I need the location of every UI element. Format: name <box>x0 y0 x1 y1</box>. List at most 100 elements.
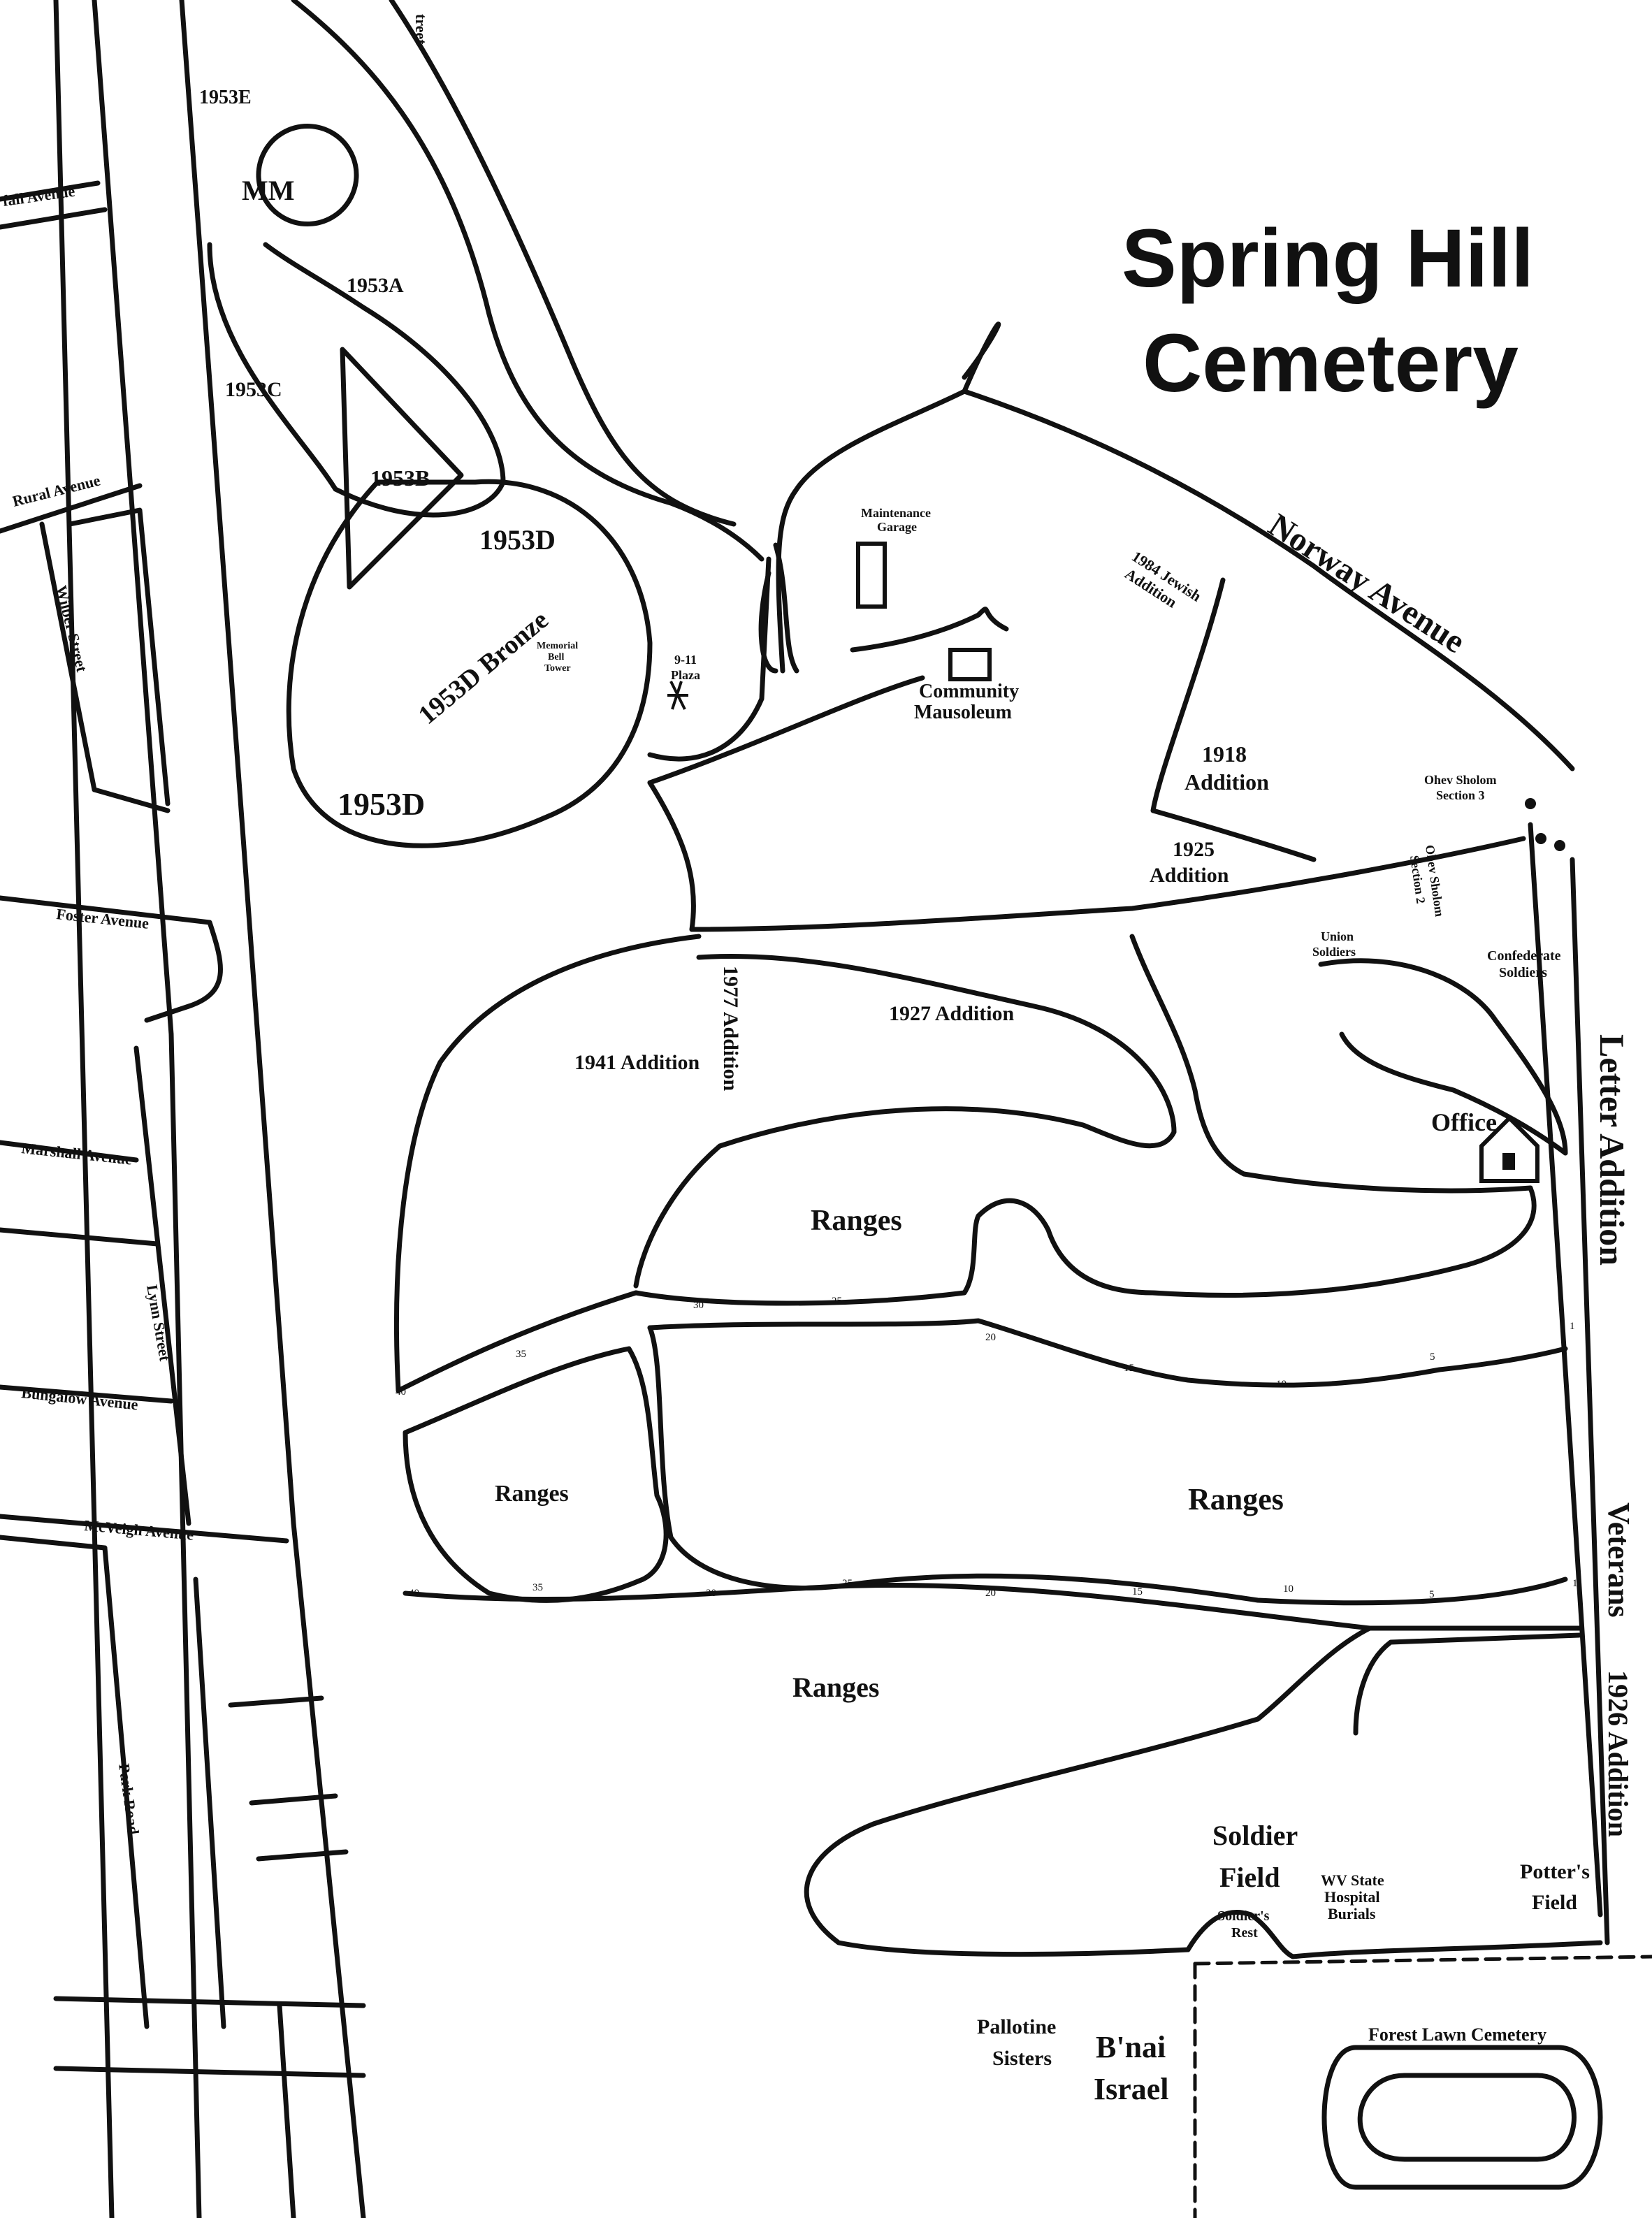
park-road-label: Park Road <box>115 1762 143 1836</box>
bungalow-avenue <box>0 1384 174 1404</box>
potters-field-line1: Potter's <box>1520 1860 1590 1883</box>
range-markers-row1-left: 35 40 <box>396 1349 526 1398</box>
addition-1925-line2: Addition <box>1150 864 1229 887</box>
section-1953b: 1953B <box>370 465 430 491</box>
flag-markers <box>1525 798 1565 851</box>
road-main-west-a <box>92 0 174 1037</box>
section-1953c: 1953C <box>225 378 282 401</box>
union-soldiers-line2: Soldiers <box>1312 945 1356 959</box>
bell-tower-line3: Tower <box>544 663 571 674</box>
boundary-forest-lawn <box>1193 1955 1652 1966</box>
office-building <box>1479 1115 1539 1183</box>
addition-1925-line1: 1925 <box>1173 838 1215 861</box>
section-1953a: 1953A <box>347 274 404 297</box>
ranges-label-4: Ranges <box>792 1672 879 1703</box>
community-mausoleum-building <box>948 648 992 681</box>
south-boundaries <box>1193 1955 1652 2218</box>
pallotine-sisters-line2: Sisters <box>992 2047 1052 2070</box>
mcveigh-avenue-label: McVeigh Avenue <box>84 1516 195 1544</box>
road-ranges-lower <box>403 1582 1582 1631</box>
bell-tower-line1: Memorial <box>537 641 578 651</box>
bnai-israel-line2: Israel <box>1094 2072 1169 2106</box>
range-marker-row1_left-40: 40 <box>396 1386 406 1398</box>
block-line-f <box>53 2066 366 2078</box>
community-line2: Mausoleum <box>914 702 1012 723</box>
wv-hospital-line3: Burials <box>1328 1905 1376 1922</box>
block-line-b <box>249 1793 338 1806</box>
range-marker-row1-30: 30 <box>693 1300 704 1311</box>
road-soldier-loop-west <box>804 1625 1372 1957</box>
soldier-field-line1: Soldier <box>1212 1820 1298 1851</box>
range-marker-row1-10: 10 <box>1276 1379 1287 1390</box>
bell-tower-line2: Bell <box>548 652 564 662</box>
loop-1953d <box>286 479 653 848</box>
section-1953d-bronze: 1953D Bronze <box>413 605 554 730</box>
lynn-street <box>133 1045 191 1526</box>
west-street-grid <box>0 0 366 2218</box>
range-marker-row2-30: 30 <box>706 1588 716 1599</box>
wilber-south-link <box>92 787 171 813</box>
plaza-line1: 9-11 <box>674 653 697 667</box>
north-loop-roads <box>207 0 799 932</box>
union-soldiers-line1: Union <box>1321 929 1354 943</box>
range-marker-row1-1: 1 <box>1570 1321 1575 1332</box>
foster-curve <box>144 920 223 1023</box>
section-1953e: 1953E <box>199 87 252 108</box>
confederate-soldiers-line2: Soldiers <box>1499 965 1547 980</box>
block-line-d <box>193 1576 226 2029</box>
forest-lawn-loop <box>1357 2073 1577 2162</box>
road-ranges-middle <box>647 1325 1568 1606</box>
norway-avenue-road <box>962 321 1575 771</box>
ohev-section3-line2: Section 3 <box>1436 788 1485 802</box>
potters-field-line2: Field <box>1532 1891 1577 1914</box>
hall-avenue-label: fall Avenue <box>1 182 76 210</box>
mcveigh-avenue-south <box>0 1535 108 1551</box>
wilber-street-east <box>67 507 171 806</box>
road-east-west-1 <box>689 836 1526 932</box>
mm-circle <box>256 124 359 226</box>
road-ranges-upper <box>633 1185 1537 1306</box>
map-title-line1: Spring Hill <box>1122 212 1534 305</box>
central-drives <box>647 321 1610 1945</box>
soldiers-rest-line1: Soldier's <box>1217 1908 1270 1924</box>
bungalow-avenue-label: Bungalow Avenue <box>20 1384 139 1413</box>
road-soldier-loop-east <box>1185 1910 1603 1959</box>
road-office <box>1129 934 1533 1194</box>
range-marker-row2-5: 5 <box>1429 1589 1435 1600</box>
mm-label: MM <box>242 175 295 206</box>
link-1953d-south <box>647 780 696 932</box>
mcveigh-avenue <box>0 1514 289 1544</box>
plaza-road <box>647 556 771 762</box>
forest-lawn-loop-outer <box>1321 2045 1603 2190</box>
road-1918 <box>1150 577 1317 862</box>
block-line-c <box>256 1849 349 1862</box>
community-line1: Community <box>919 681 1019 702</box>
road-east-edge <box>1528 822 1603 1918</box>
soldiers-rest-line2: Rest <box>1231 1925 1258 1941</box>
soldier-field-line2: Field <box>1219 1862 1280 1893</box>
addition-1977: 1977 Addition <box>719 966 742 1092</box>
plaza-line2: Plaza <box>671 668 700 682</box>
wilber-street-label: Wilber Street <box>52 584 91 674</box>
loop-1953a <box>207 242 506 518</box>
pallotine-sisters-line1: Pallotine <box>977 2015 1056 2038</box>
range-marker-row1_left-35: 35 <box>516 1349 526 1360</box>
maintenance-garage-building <box>856 542 887 609</box>
hall-avenue-north <box>0 180 101 202</box>
range-marker-row1-25: 25 <box>832 1296 842 1307</box>
addition-1918-line1: 1918 <box>1202 741 1247 767</box>
marshall-avenue-label: Marshall Avenue <box>20 1139 133 1168</box>
letter-addition-label: Letter Addition <box>1593 1034 1632 1266</box>
range-marker-row2-10: 10 <box>1283 1583 1294 1595</box>
ohev-section3-line1: Ohev Sholom <box>1424 773 1497 787</box>
rural-avenue-north <box>0 483 143 534</box>
lynn-south-link <box>0 1227 160 1247</box>
block-line-a <box>228 1695 324 1708</box>
range-marker-row2-20: 20 <box>985 1588 996 1599</box>
road-main-east <box>179 0 366 2218</box>
section-1953d-bottom: 1953D <box>338 786 425 822</box>
section-1953d-top: 1953D <box>479 524 556 556</box>
road-ranges-left <box>396 1290 639 1393</box>
